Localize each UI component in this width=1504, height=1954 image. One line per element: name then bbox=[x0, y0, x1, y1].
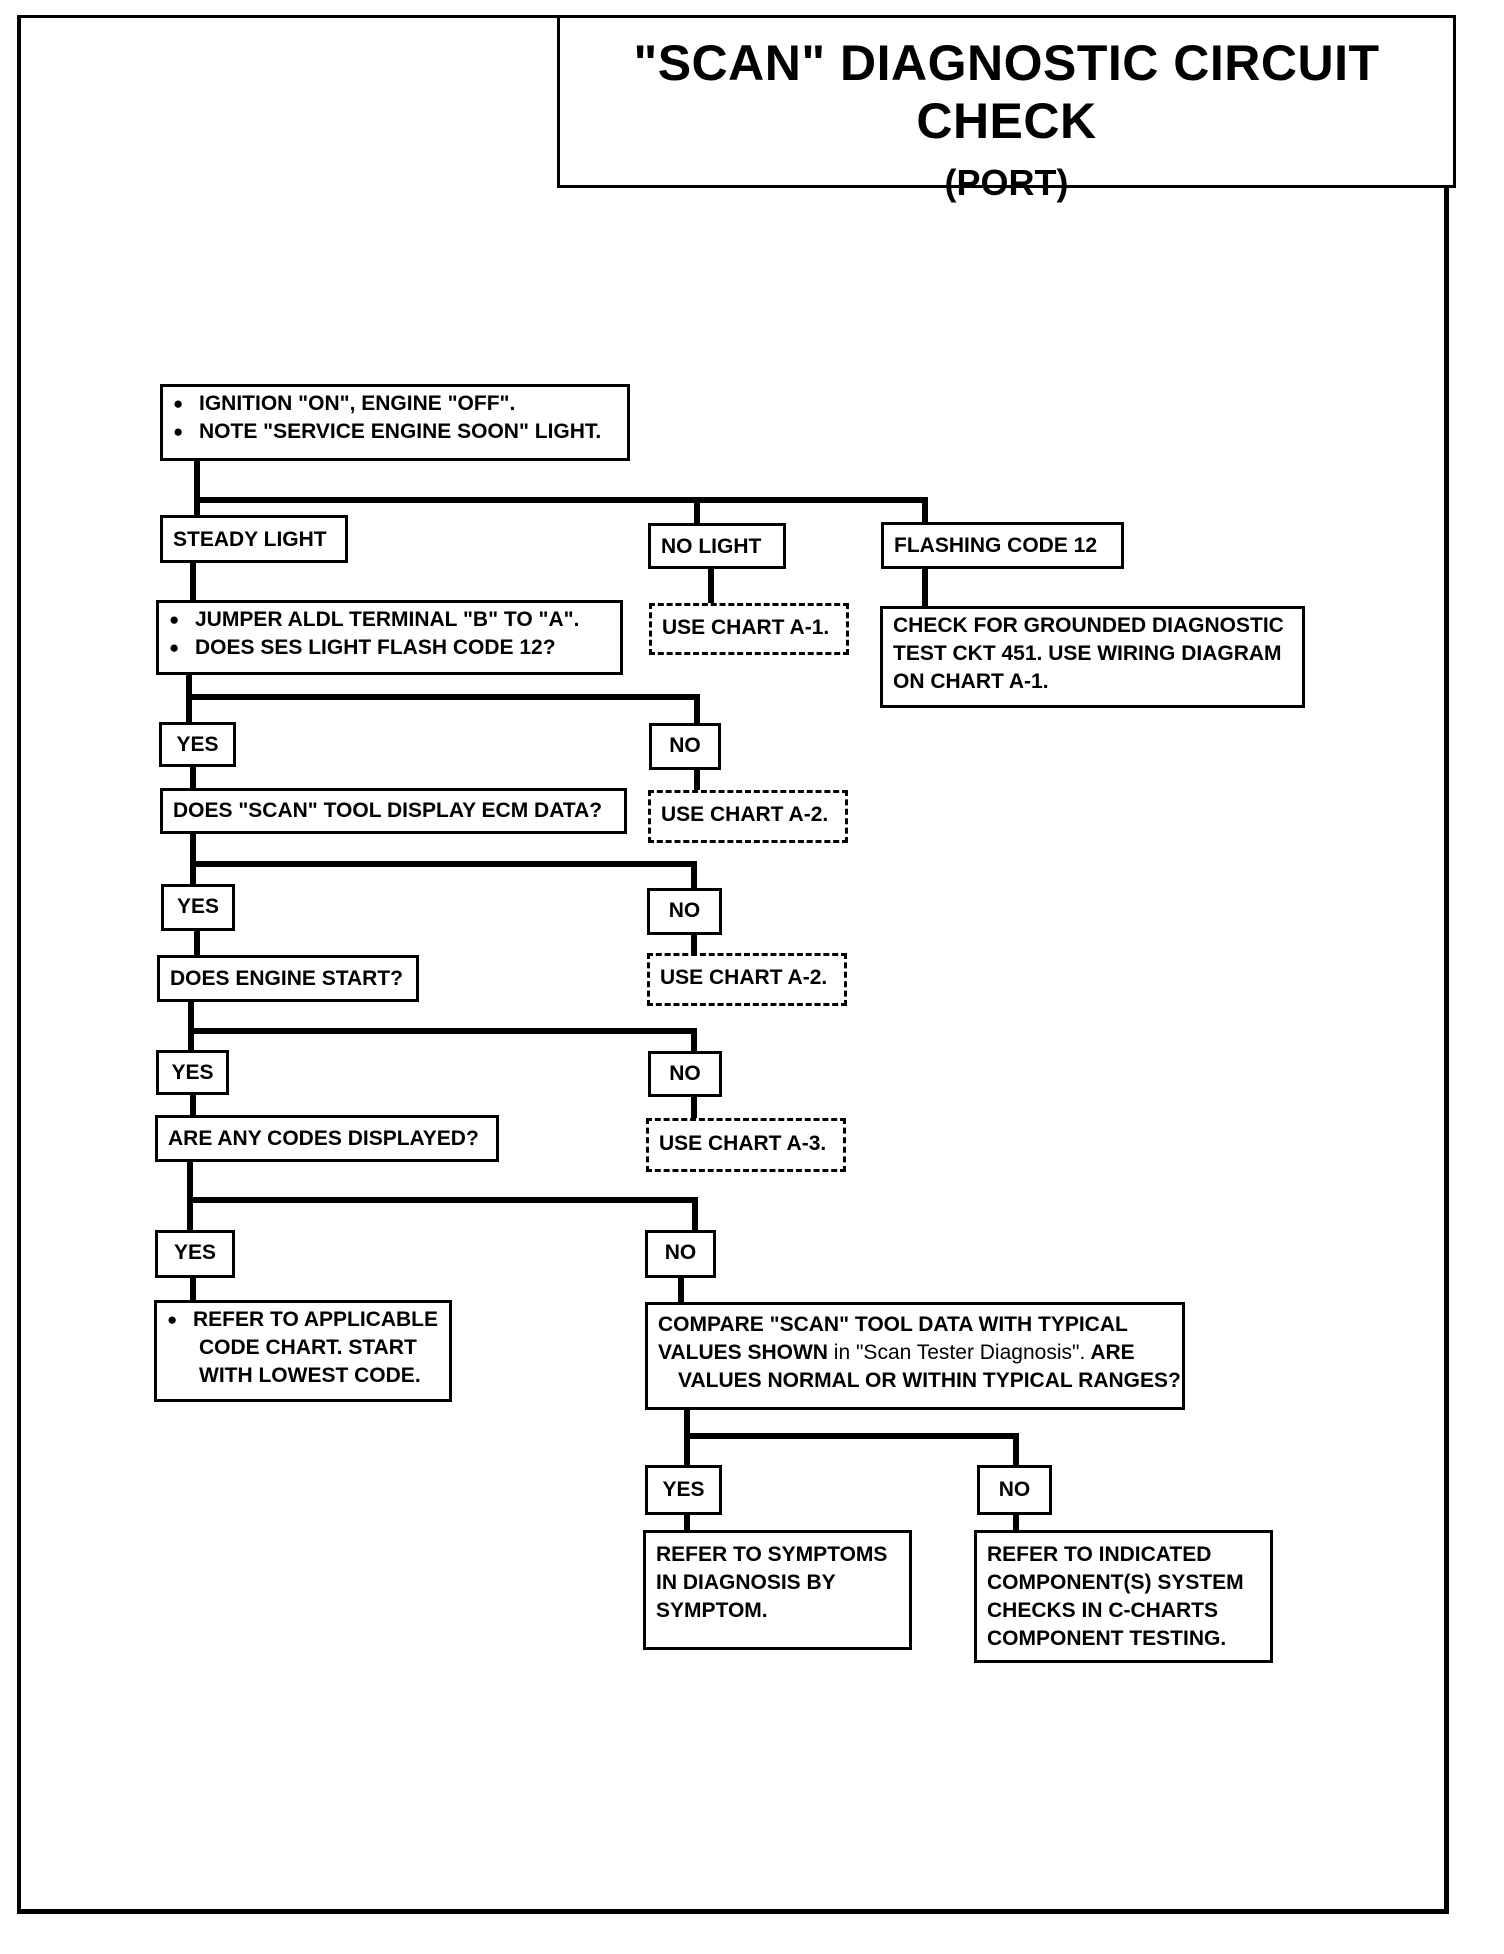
compare-line-2c: ARE bbox=[1090, 1341, 1135, 1364]
connector-start bbox=[194, 448, 928, 525]
scan-display-box: DOES "SCAN" TOOL DISPLAY ECM DATA? bbox=[160, 788, 627, 834]
yes-label-1: YES bbox=[159, 722, 236, 767]
use-chart-a2-box-2: USE CHART A-2. bbox=[647, 953, 847, 1006]
refer-code-line-1: REFER TO APPLICABLE bbox=[167, 1306, 439, 1334]
yes-label-4: YES bbox=[155, 1230, 235, 1278]
chart-title: "SCAN" DIAGNOSTIC CIRCUIT CHECK bbox=[633, 35, 1380, 149]
chart-subtitle: (PORT) bbox=[944, 162, 1069, 203]
start-line-1: IGNITION "ON", ENGINE "OFF". bbox=[173, 390, 617, 418]
yes-label-5: YES bbox=[645, 1465, 722, 1515]
compare-box: COMPARE "SCAN" TOOL DATA WITH TYPICAL VA… bbox=[645, 1302, 1185, 1410]
components-line-1: REFER TO INDICATED bbox=[987, 1543, 1212, 1566]
compare-line-2a: VALUES SHOWN bbox=[658, 1341, 828, 1364]
no-label-5: NO bbox=[977, 1465, 1052, 1515]
use-chart-a3-box: USE CHART A-3. bbox=[646, 1118, 846, 1172]
refer-symptoms-box: REFER TO SYMPTOMS IN DIAGNOSIS BY SYMPTO… bbox=[643, 1530, 912, 1650]
refer-code-line-3: WITH LOWEST CODE. bbox=[199, 1364, 421, 1387]
engine-start-box: DOES ENGINE START? bbox=[157, 955, 419, 1002]
grounded-line-2: TEST CKT 451. USE WIRING DIAGRAM bbox=[893, 642, 1282, 665]
no-label-2: NO bbox=[647, 888, 722, 935]
steady-light-box: STEADY LIGHT bbox=[160, 515, 348, 563]
connector-scan bbox=[190, 827, 697, 894]
symptoms-line-1: REFER TO SYMPTOMS bbox=[656, 1543, 888, 1566]
connector-engine bbox=[188, 996, 697, 1058]
components-line-2: COMPONENT(S) SYSTEM bbox=[987, 1571, 1244, 1594]
start-line-2: NOTE "SERVICE ENGINE SOON" LIGHT. bbox=[173, 418, 617, 446]
connector-codes bbox=[187, 1157, 698, 1233]
yes-label-2: YES bbox=[161, 884, 235, 931]
use-chart-a2-box-1: USE CHART A-2. bbox=[648, 790, 848, 843]
grounded-line-3: ON CHART A-1. bbox=[893, 670, 1049, 693]
grounded-line-1: CHECK FOR GROUNDED DIAGNOSTIC bbox=[893, 614, 1284, 637]
jumper-box: JUMPER ALDL TERMINAL "B" TO "A". DOES SE… bbox=[156, 600, 623, 675]
connector-compare bbox=[684, 1404, 1019, 1468]
jumper-line-1: JUMPER ALDL TERMINAL "B" TO "A". bbox=[169, 606, 610, 634]
compare-line-2b: in "Scan Tester Diagnosis". bbox=[833, 1341, 1086, 1364]
refer-code-chart-box: REFER TO APPLICABLE CODE CHART. START WI… bbox=[154, 1300, 452, 1402]
components-line-4: COMPONENT TESTING. bbox=[987, 1627, 1227, 1650]
no-label-3: NO bbox=[648, 1051, 722, 1097]
compare-line-1: COMPARE "SCAN" TOOL DATA WITH TYPICAL bbox=[658, 1313, 1128, 1336]
yes-label-3: YES bbox=[156, 1050, 229, 1095]
jumper-line-2: DOES SES LIGHT FLASH CODE 12? bbox=[169, 634, 610, 662]
grounded-check-box: CHECK FOR GROUNDED DIAGNOSTIC TEST CKT 4… bbox=[880, 606, 1305, 708]
flashing-code-box: FLASHING CODE 12 bbox=[881, 522, 1124, 569]
connector-jumper bbox=[186, 669, 700, 728]
no-label-4: NO bbox=[645, 1230, 716, 1278]
codes-displayed-box: ARE ANY CODES DISPLAYED? bbox=[155, 1115, 499, 1162]
symptoms-line-3: SYMPTOM. bbox=[656, 1599, 768, 1622]
start-box: IGNITION "ON", ENGINE "OFF". NOTE "SERVI… bbox=[160, 384, 630, 461]
compare-line-2: VALUES SHOWN in "Scan Tester Diagnosis".… bbox=[658, 1339, 1172, 1367]
title-box: "SCAN" DIAGNOSTIC CIRCUIT CHECK (PORT) bbox=[557, 15, 1456, 203]
use-chart-a1-box: USE CHART A-1. bbox=[649, 603, 849, 655]
symptoms-line-2: IN DIAGNOSIS BY bbox=[656, 1571, 836, 1594]
no-light-box: NO LIGHT bbox=[648, 523, 786, 569]
no-label-1: NO bbox=[649, 723, 721, 770]
compare-line-3: VALUES NORMAL OR WITHIN TYPICAL RANGES? bbox=[678, 1369, 1181, 1392]
refer-components-box: REFER TO INDICATED COMPONENT(S) SYSTEM C… bbox=[974, 1530, 1273, 1663]
refer-code-line-2: CODE CHART. START bbox=[199, 1336, 417, 1359]
components-line-3: CHECKS IN C-CHARTS bbox=[987, 1599, 1218, 1622]
